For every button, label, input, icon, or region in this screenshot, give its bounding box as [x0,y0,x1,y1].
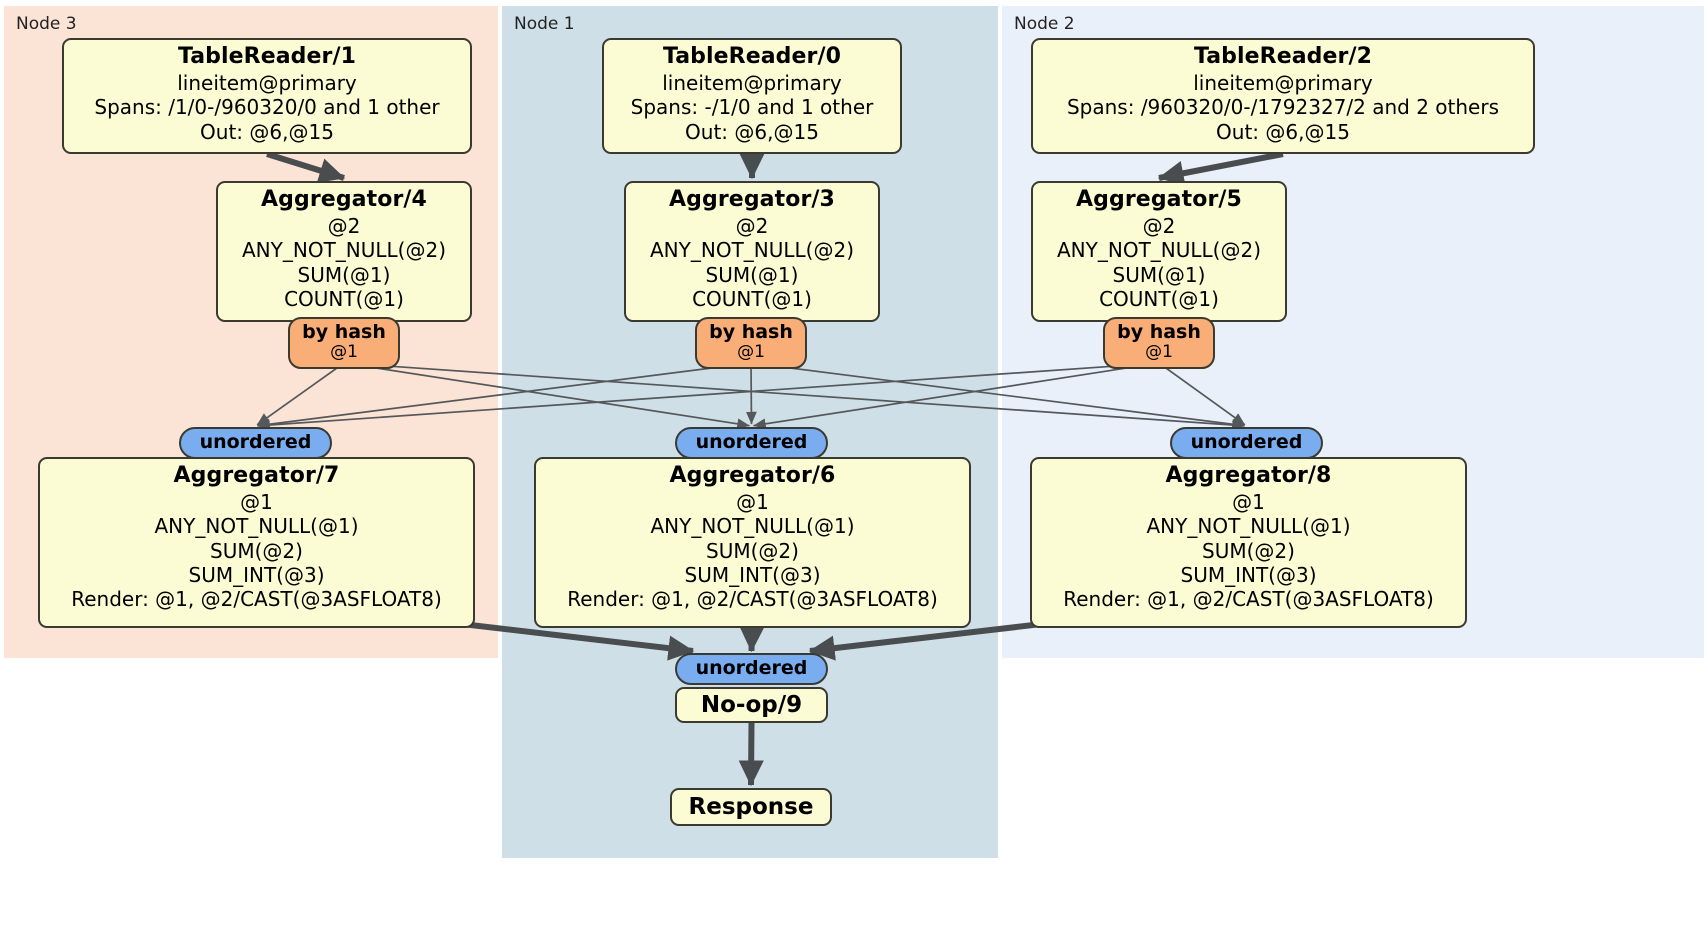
hash-router-column: @1 [737,342,765,363]
hash-router-hash3[interactable]: by hash@1 [695,317,807,369]
hash-router-label: by hash [709,321,793,343]
flow-edge [343,362,750,430]
flow-edge [266,151,346,183]
processor-detail-line: SUM_INT(@3) [188,563,325,587]
input-sync-label: unordered [695,657,808,680]
processor-detail-line: Out: @6,@15 [1216,119,1350,144]
processor-detail-line: Render: @1, @2/CAST(@3ASFLOAT8) [1063,587,1434,612]
processor-title: Aggregator/8 [1165,463,1332,488]
processor-detail-line: ANY_NOT_NULL(@2) [1057,238,1261,263]
processor-detail-line: lineitem@primary [662,70,842,95]
processor-detail-line: SUM_INT(@3) [684,563,821,587]
processor-detail-line: ANY_NOT_NULL(@1) [650,514,855,539]
terminal-label: Response [688,794,814,820]
input-sync-unord9[interactable]: unordered [675,653,828,685]
processor-title: TableReader/1 [177,44,357,69]
flow-edge [343,362,1245,431]
terminal-response[interactable]: Response [670,788,832,826]
processor-detail-line: Render: @1, @2/CAST(@3ASFLOAT8) [71,587,442,612]
processor-detail-line: lineitem@primary [177,70,357,95]
processor-detail-line: @1 [736,489,769,514]
processor-detail-line: Out: @6,@15 [200,119,334,144]
hash-router-label: by hash [1117,321,1201,343]
input-sync-label: unordered [1190,431,1303,454]
terminal-noop9[interactable]: No-op/9 [675,687,828,723]
processor-detail-line: @2 [735,213,769,238]
flow-edge [257,362,1160,431]
processor-title: TableReader/2 [1193,44,1373,69]
processor-detail-line: SUM(@2) [706,538,799,563]
processor-detail-line: Spans: /1/0-/960320/0 and 1 other [94,95,440,120]
flow-edge [1157,151,1284,186]
input-sync-label: unordered [199,431,312,454]
processor-title: Aggregator/7 [173,463,340,488]
flow-edge [750,362,1245,430]
hash-router-hash4[interactable]: by hash@1 [288,317,400,369]
processor-detail-line: SUM_INT(@3) [1180,563,1317,587]
input-sync-unord8[interactable]: unordered [1170,427,1323,459]
flow-edge [738,722,764,787]
processor-detail-line: SUM(@2) [1202,538,1295,563]
processor-detail-line: @1 [1232,489,1265,514]
processor-detail-line: Render: @1, @2/CAST(@3ASFLOAT8) [567,587,938,612]
processor-detail-line: @2 [327,213,361,238]
processor-detail-line: @1 [240,489,273,514]
processor-detail-line: ANY_NOT_NULL(@2) [242,238,446,263]
terminal-label: No-op/9 [700,692,803,718]
processor-title: Aggregator/4 [261,187,427,212]
input-sync-unord7[interactable]: unordered [179,427,332,459]
processor-detail-line: ANY_NOT_NULL(@1) [1146,514,1351,539]
processor-detail-line: SUM(@1) [705,262,799,287]
processor-detail-line: Spans: -/1/0 and 1 other [630,95,874,120]
flow-edge [257,362,752,430]
processor-detail-line: SUM(@1) [297,262,391,287]
node-region-label: Node 3 [16,14,77,34]
flow-edge [256,362,345,426]
processor-detail-line: Out: @6,@15 [685,119,819,144]
hash-router-column: @1 [330,342,358,363]
hash-router-hash5[interactable]: by hash@1 [1103,317,1215,369]
input-sync-label: unordered [695,431,808,454]
input-sync-unord6[interactable]: unordered [675,427,828,459]
processor-title: Aggregator/6 [669,463,836,488]
processor-title: Aggregator/5 [1076,187,1242,212]
processor-detail-line: ANY_NOT_NULL(@2) [650,238,854,263]
flow-edge [753,362,1160,430]
processor-detail-line: SUM(@1) [1112,262,1206,287]
processor-detail-line: COUNT(@1) [692,287,812,311]
processor-detail-line: COUNT(@1) [284,287,404,311]
processor-detail-line: COUNT(@1) [1099,287,1219,311]
node-region-label: Node 1 [514,14,575,34]
node-region-label: Node 2 [1014,14,1075,34]
processor-title: TableReader/0 [662,44,842,69]
hash-router-column: @1 [1145,342,1173,363]
processor-title: Aggregator/3 [669,187,835,212]
processor-detail-line: SUM(@2) [210,538,303,563]
processor-detail-line: @2 [1142,213,1176,238]
flow-edge [1158,362,1246,426]
processor-detail-line: Spans: /960320/0-/1792327/2 and 2 others [1066,95,1499,120]
processor-detail-line: ANY_NOT_NULL(@1) [154,514,359,539]
processor-detail-line: lineitem@primary [1193,70,1373,95]
hash-router-label: by hash [302,321,386,343]
